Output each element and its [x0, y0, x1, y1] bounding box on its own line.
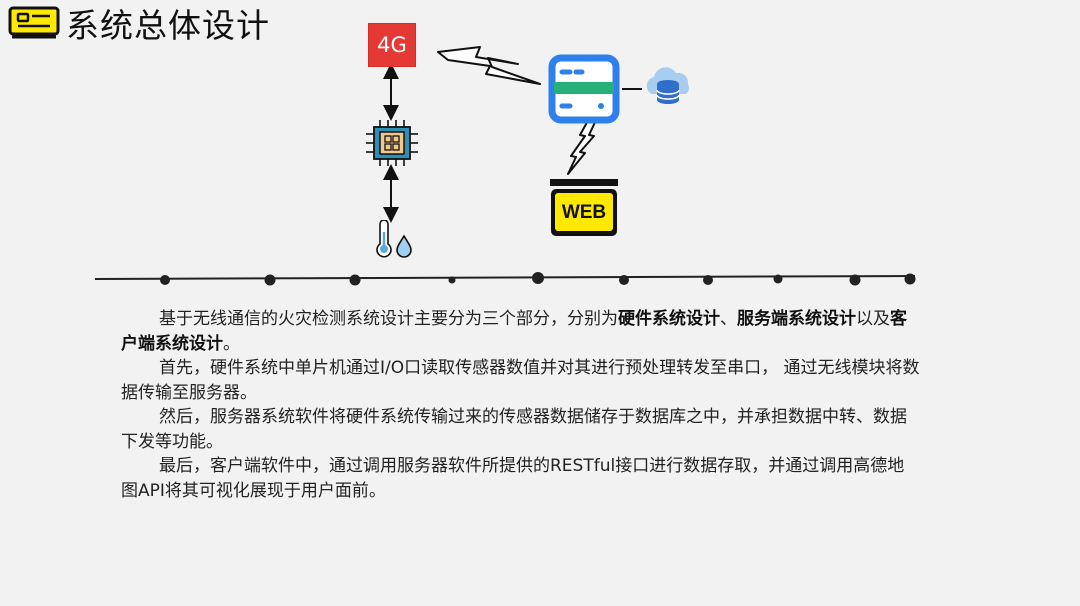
water-drop-icon [396, 234, 412, 258]
lightning-icon [567, 116, 598, 175]
paragraph-client: 最后，客户端软件中，通过调用服务器软件所提供的RESTful接口进行数据存取，并… [121, 456, 905, 501]
page-title: 系统总体设计 [66, 6, 270, 45]
server-icon [548, 54, 620, 124]
timeline-dot [160, 275, 170, 285]
lightning-icon [437, 46, 541, 85]
timeline-divider [94, 272, 916, 286]
monitor-icon: WEB [549, 178, 619, 238]
timeline-dot [448, 276, 456, 284]
timeline-dot [773, 274, 783, 284]
paragraph-server: 然后，服务器系统软件将硬件系统传输过来的传感器数据储存于数据库之中，并承担数据中… [121, 407, 907, 452]
timeline-dot [264, 274, 276, 286]
timeline-dot [703, 275, 713, 285]
timeline-dot [349, 274, 361, 286]
cloud-database-icon [646, 67, 689, 104]
presentation-board-icon [8, 6, 60, 39]
thermometer-icon [376, 220, 412, 258]
paragraph-hardware: 首先，硬件系统中单片机通过I/O口读取传感器数值并对其进行预处理转发至串口， 通… [121, 358, 920, 403]
diagram-connectors [383, 46, 642, 223]
chip-icon [366, 120, 418, 166]
paragraph-overview: 基于无线通信的火灾检测系统设计主要分为三个部分，分别为硬件系统设计、服务端系统设… [121, 309, 907, 354]
network-4g-icon: 4G [368, 23, 416, 67]
timeline-dot [619, 275, 629, 285]
web-label: WEB [561, 202, 607, 223]
timeline-dot [849, 274, 861, 286]
description-text: 基于无线通信的火灾检测系统设计主要分为三个部分，分别为硬件系统设计、服务端系统设… [121, 307, 921, 503]
timeline-dot [532, 272, 544, 284]
timeline-dot [904, 273, 916, 285]
